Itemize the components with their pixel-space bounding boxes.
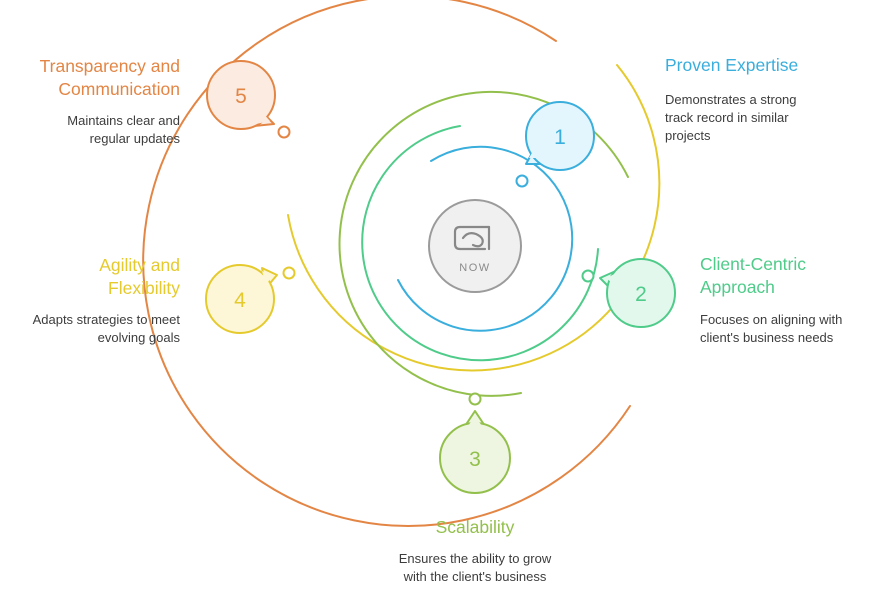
step-5-bubble: 5: [206, 60, 276, 130]
arc-2-client-centric: [361, 125, 599, 362]
step-2-description: Focuses on aligning with client's busine…: [700, 312, 843, 345]
arc-5-communication: [142, 0, 631, 527]
step-2-number: 2: [635, 283, 647, 306]
arc-1-expertise: [397, 145, 574, 332]
connector-dot-4: [282, 266, 296, 280]
step-2-title: Client-Centric Approach: [700, 254, 806, 297]
nexus-swirl-icon: [453, 225, 491, 251]
connector-dot-5: [277, 125, 291, 139]
step-5-number: 5: [235, 85, 247, 108]
step-5-description: Maintains clear and regular updates: [67, 113, 180, 146]
step-1-title: Proven Expertise: [665, 55, 799, 75]
step-4-description: Adapts strategies to meet evolving goals: [32, 312, 180, 345]
step-3-number: 3: [469, 448, 481, 471]
step-1-description: Demonstrates a strong track record in si…: [665, 92, 797, 143]
step-5-title: Transparency and Communication: [39, 56, 180, 99]
connector-dot-3: [468, 392, 482, 406]
step-1-bubble: 1: [525, 101, 595, 171]
center-logo-text: NOW: [459, 262, 490, 274]
arc-4-flexibility: [287, 64, 661, 372]
step-4-bubble: 4: [205, 264, 278, 334]
step-3-title: Scalability: [435, 517, 515, 537]
step-4-title: Agility and Flexibility: [99, 255, 180, 298]
connector-dot-1: [515, 174, 529, 188]
step-1-number: 1: [554, 126, 566, 149]
step-3-description: Ensures the ability to grow with the cli…: [398, 551, 552, 584]
center-logo: NOW: [428, 199, 522, 293]
connector-dot-2: [581, 269, 595, 283]
step-2-bubble: 2: [599, 258, 676, 328]
step-4-number: 4: [234, 289, 246, 312]
step-3-bubble: 3: [439, 410, 511, 494]
